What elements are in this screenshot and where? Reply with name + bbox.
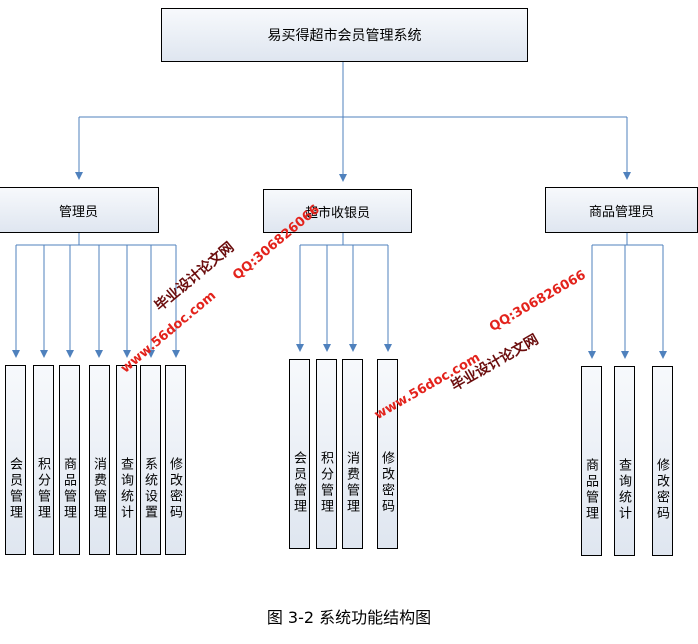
- role-box-cashier: 超市收银员: [263, 189, 412, 233]
- leaf-cashier-password: 修改密码: [377, 359, 398, 549]
- leaf-admin-member: 会员管理: [5, 365, 26, 555]
- leaf-goods-goods: 商品管理: [581, 366, 602, 556]
- role-label-admin: 管理员: [58, 204, 98, 220]
- role-label-goods-manager: 商品管理员: [588, 204, 654, 220]
- leaf-admin-points: 积分管理: [33, 365, 54, 555]
- role-box-goods-manager: 商品管理员: [545, 187, 698, 233]
- leaf-admin-goods: 商品管理: [59, 365, 80, 555]
- root-system-label: 易买得超市会员管理系统: [267, 28, 422, 44]
- leaf-goods-query: 查询统计: [614, 366, 635, 556]
- leaf-admin-query: 查询统计: [116, 365, 137, 555]
- leaf-goods-password: 修改密码: [652, 366, 673, 556]
- leaf-admin-settings: 系统设置: [140, 365, 161, 555]
- figure-caption: 图 3-2 系统功能结构图: [266, 608, 432, 627]
- role-box-admin: 管理员: [0, 187, 159, 233]
- leaf-cashier-consume: 消费管理: [342, 359, 363, 549]
- role-label-cashier: 超市收银员: [304, 205, 370, 221]
- leaf-cashier-member: 会员管理: [289, 359, 310, 549]
- leaf-cashier-points: 积分管理: [316, 359, 337, 549]
- leaf-admin-password: 修改密码: [165, 365, 186, 555]
- root-system-box: 易买得超市会员管理系统: [161, 8, 528, 62]
- leaf-admin-consume: 消费管理: [89, 365, 110, 555]
